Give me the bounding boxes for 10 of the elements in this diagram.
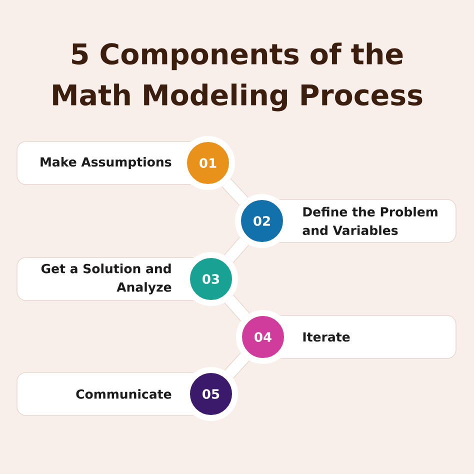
step-box: Make Assumptions: [16, 141, 192, 185]
step-box: Define the Problem and Variables: [278, 199, 456, 243]
step-box: Communicate: [16, 372, 195, 416]
title: 5 Components of the Math Modeling Process: [53, 42, 422, 112]
connector-band: [224, 237, 249, 263]
step-box: Get a Solution and Analyze: [16, 257, 195, 301]
step-box: Iterate: [279, 315, 456, 359]
connector-band: [224, 294, 250, 322]
connector-band: [224, 352, 250, 378]
connector-band: [222, 178, 248, 206]
